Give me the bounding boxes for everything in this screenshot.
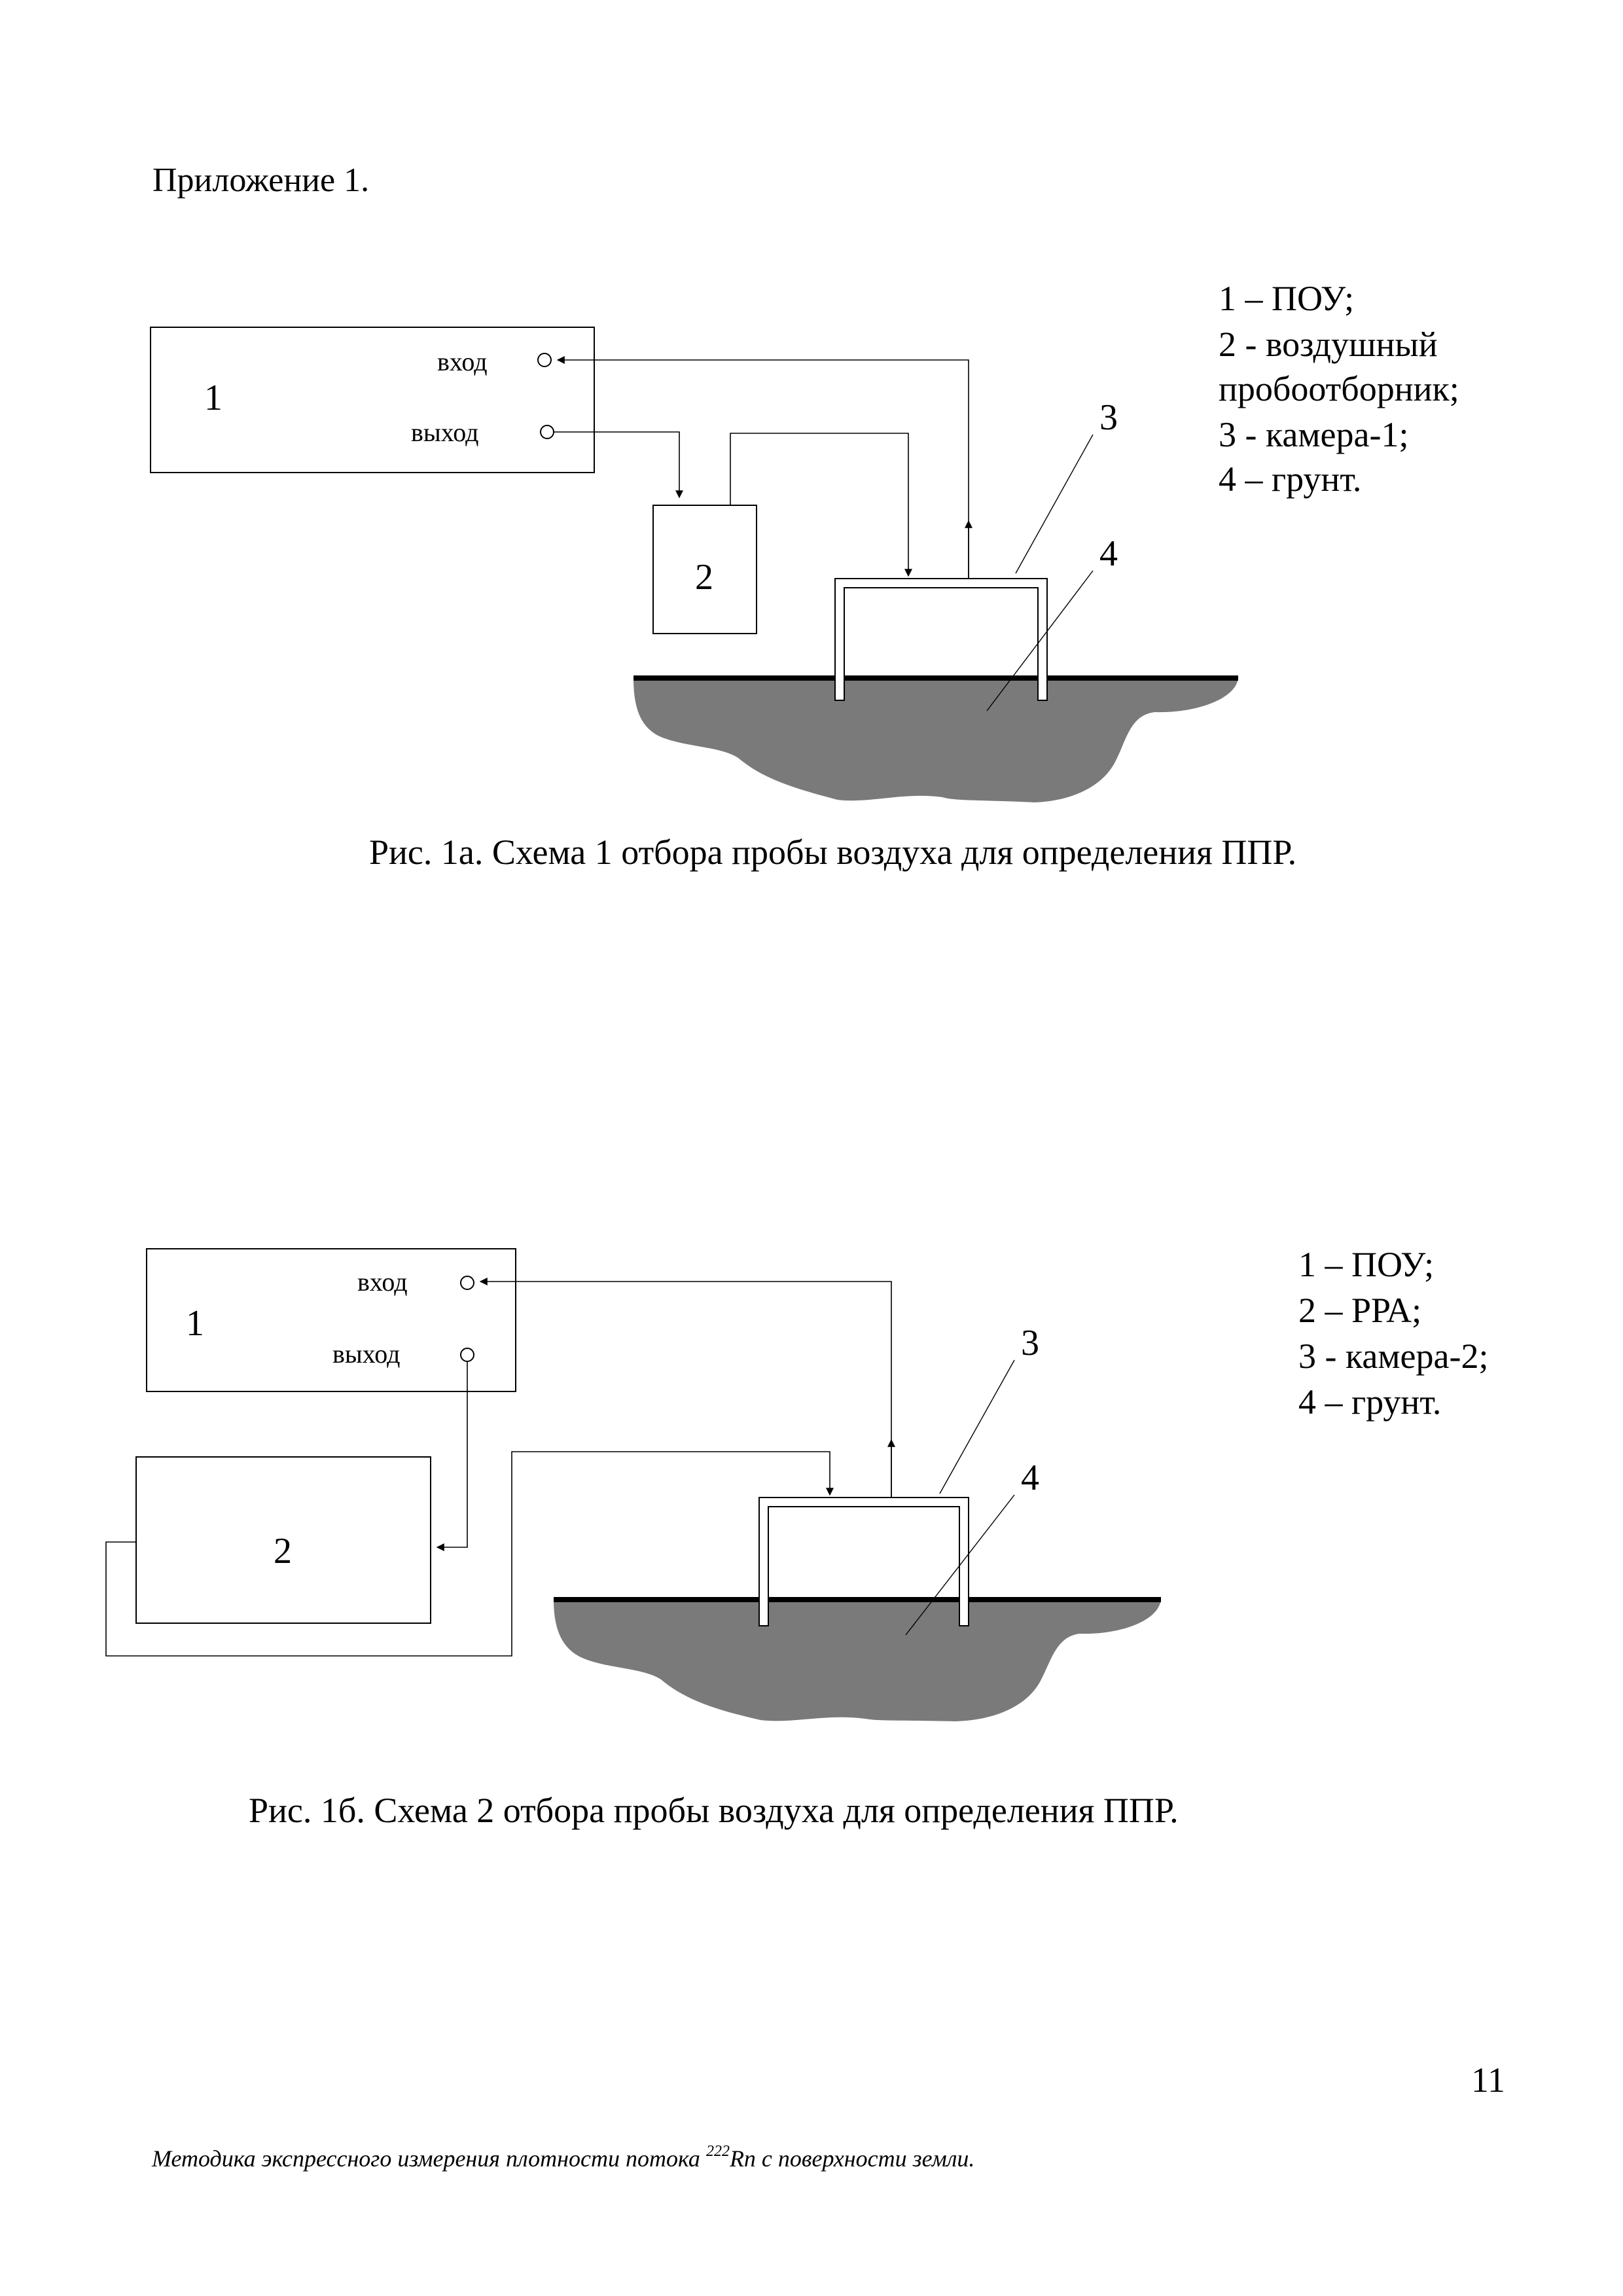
device-2-number: 2 xyxy=(695,557,713,598)
callout-3-label: 3 xyxy=(1099,397,1118,438)
device-2-box xyxy=(652,505,757,634)
figure-1a: 1 вход выход 2 3 4 1 – ПОУ; 2 - воздушны… xyxy=(150,279,1459,872)
port-in-label: вход xyxy=(357,1267,408,1297)
ground xyxy=(554,1600,1161,1721)
port-in-connector xyxy=(460,1276,474,1290)
chamber-2 xyxy=(758,1497,969,1626)
footer-text-after: Rn с поверхности земли. xyxy=(729,2145,974,2172)
footer-superscript: 222 xyxy=(706,2143,730,2160)
legend-item: 3 - камера-1; xyxy=(1219,415,1408,454)
device-1-box xyxy=(150,327,595,473)
figure-1a-caption: Рис. 1а. Схема 1 отбора пробы воздуха дл… xyxy=(369,833,1296,872)
legend-figure-1a: 1 – ПОУ; 2 - воздушный пробоотборник; 3 … xyxy=(1219,279,1459,499)
callout-4-line xyxy=(986,570,1094,711)
device-1-box xyxy=(146,1248,516,1392)
figure-1b-caption: Рис. 1б. Схема 2 отбора пробы воздуха дл… xyxy=(249,1791,1179,1830)
port-in-connector xyxy=(537,353,552,367)
tube-out-to-sampler xyxy=(554,431,683,499)
footer-text: Методика экспрессного измерения плотност… xyxy=(151,2143,974,2172)
legend-item: 4 – грунт. xyxy=(1298,1382,1441,1422)
tube-chamber-to-in xyxy=(556,356,969,579)
legend-item: 4 – грунт. xyxy=(1219,459,1361,499)
device-1-number: 1 xyxy=(204,378,223,418)
port-out-label: выход xyxy=(411,418,478,447)
chamber-1 xyxy=(834,578,1048,701)
figure-1b: 1 вход выход 2 3 4 1 – ПОУ; 2 – РРА; 3 -… xyxy=(105,1245,1488,1830)
appendix-heading: Приложение 1. xyxy=(152,162,369,199)
legend-item: 3 - камера-2; xyxy=(1298,1336,1488,1376)
callout-3-label: 3 xyxy=(1021,1323,1039,1363)
tube-chamber-to-in xyxy=(479,1278,892,1498)
footer-text-before: Методика экспрессного измерения плотност… xyxy=(151,2145,706,2172)
port-out-label: выход xyxy=(332,1339,400,1369)
device-2-box xyxy=(135,1456,431,1624)
tube-out-to-rra xyxy=(436,1361,468,1551)
callout-4-line xyxy=(905,1494,1015,1636)
legend-item: 1 – ПОУ; xyxy=(1298,1245,1434,1284)
tube-sampler-to-chamber xyxy=(730,433,912,577)
callout-4-label: 4 xyxy=(1099,533,1118,574)
legend-figure-1b: 1 – ПОУ; 2 – РРА; 3 - камера-2; 4 – грун… xyxy=(1298,1245,1488,1422)
port-in-label: вход xyxy=(437,347,488,376)
legend-item: 1 – ПОУ; xyxy=(1219,279,1354,318)
tube-rra-to-chamber xyxy=(105,1451,834,1657)
legend-item: 2 - воздушный xyxy=(1219,325,1438,364)
device-1-number: 1 xyxy=(186,1303,204,1344)
page-number: 11 xyxy=(1471,2060,1505,2100)
callout-4-label: 4 xyxy=(1021,1458,1039,1498)
callout-3-line xyxy=(1015,434,1094,574)
port-out-connector xyxy=(460,1348,474,1362)
device-2-number: 2 xyxy=(274,1531,292,1571)
port-out-connector xyxy=(540,425,554,439)
legend-item: пробоотборник; xyxy=(1219,369,1459,408)
ground xyxy=(633,678,1238,802)
callout-3-line xyxy=(939,1359,1015,1494)
legend-item: 2 – РРА; xyxy=(1298,1291,1421,1330)
